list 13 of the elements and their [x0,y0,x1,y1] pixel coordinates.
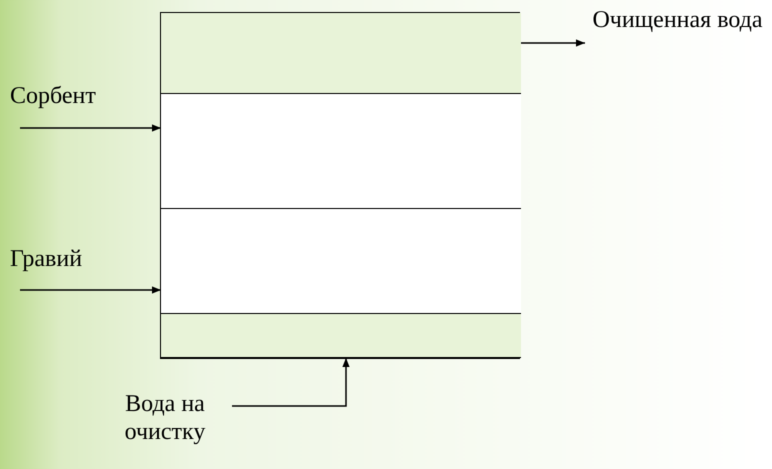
bottom-layer [161,314,521,358]
purified-water-label: Очищенная вода [591,6,764,34]
arrow [521,39,585,47]
sorbent-label: Сорбент [10,82,97,110]
gravel-label: Гравий [10,245,84,273]
arrow [20,124,161,132]
arrow [20,286,161,294]
input-water-label: Вода на очистку [124,390,206,446]
filter-column [160,12,520,359]
gravel-layer [161,209,521,314]
water-layer [161,13,521,94]
arrow [232,358,350,407]
sorbent-layer [161,94,521,209]
